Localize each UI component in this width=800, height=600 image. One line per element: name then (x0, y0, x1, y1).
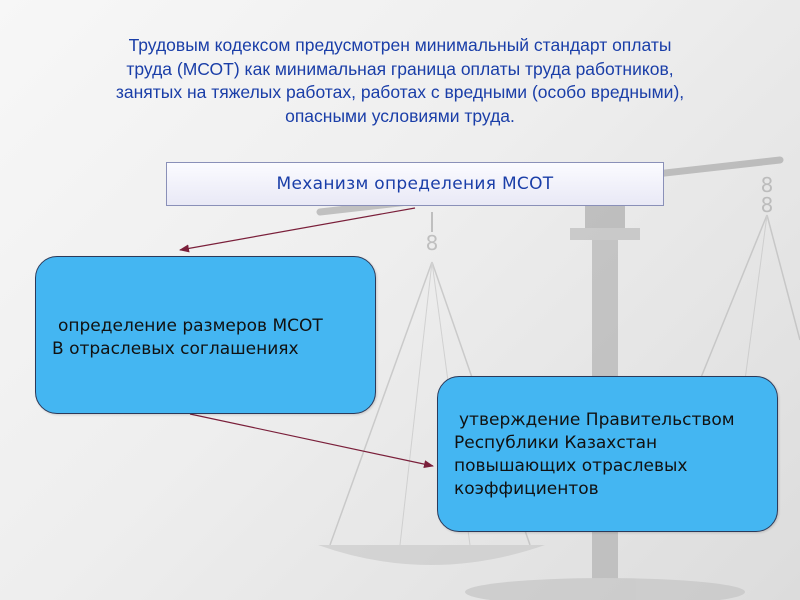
intro-line: опасными условиями труда. (285, 105, 515, 126)
intro-line: труда (МСОТ) как минимальная граница опл… (126, 58, 674, 79)
arrow-to-right-box (189, 413, 434, 469)
intro-paragraph: Трудовым кодексом предусмотрен минимальн… (60, 34, 740, 128)
box-text-line: определение размеров МСОТ (58, 316, 323, 336)
box-sectoral-agreements: определение размеров МСОТ В отраслевых с… (35, 256, 376, 414)
mechanism-label: Механизм определения МСОТ (276, 174, 554, 194)
box-government-coefficients: утверждение Правительством Республики Ка… (437, 376, 778, 532)
box-text-line: В отраслевых соглашениях (52, 339, 299, 359)
box-text-line: коэффициентов (454, 479, 599, 499)
intro-line: Трудовым кодексом предусмотрен минимальн… (128, 35, 672, 55)
mechanism-header-box: Механизм определения МСОТ (166, 162, 664, 206)
arrow-to-left-box (179, 207, 416, 253)
svg-text:8: 8 (426, 231, 439, 255)
intro-line: занятых на тяжелых работах, работах с вр… (115, 82, 685, 102)
box-text-line: Республики Казахстан (454, 433, 658, 453)
box-text-line: повышающих отраслевых (454, 456, 688, 476)
svg-text:8: 8 (761, 193, 774, 217)
svg-text:8: 8 (761, 173, 774, 197)
box-text-line: утверждение Правительством (459, 410, 735, 430)
